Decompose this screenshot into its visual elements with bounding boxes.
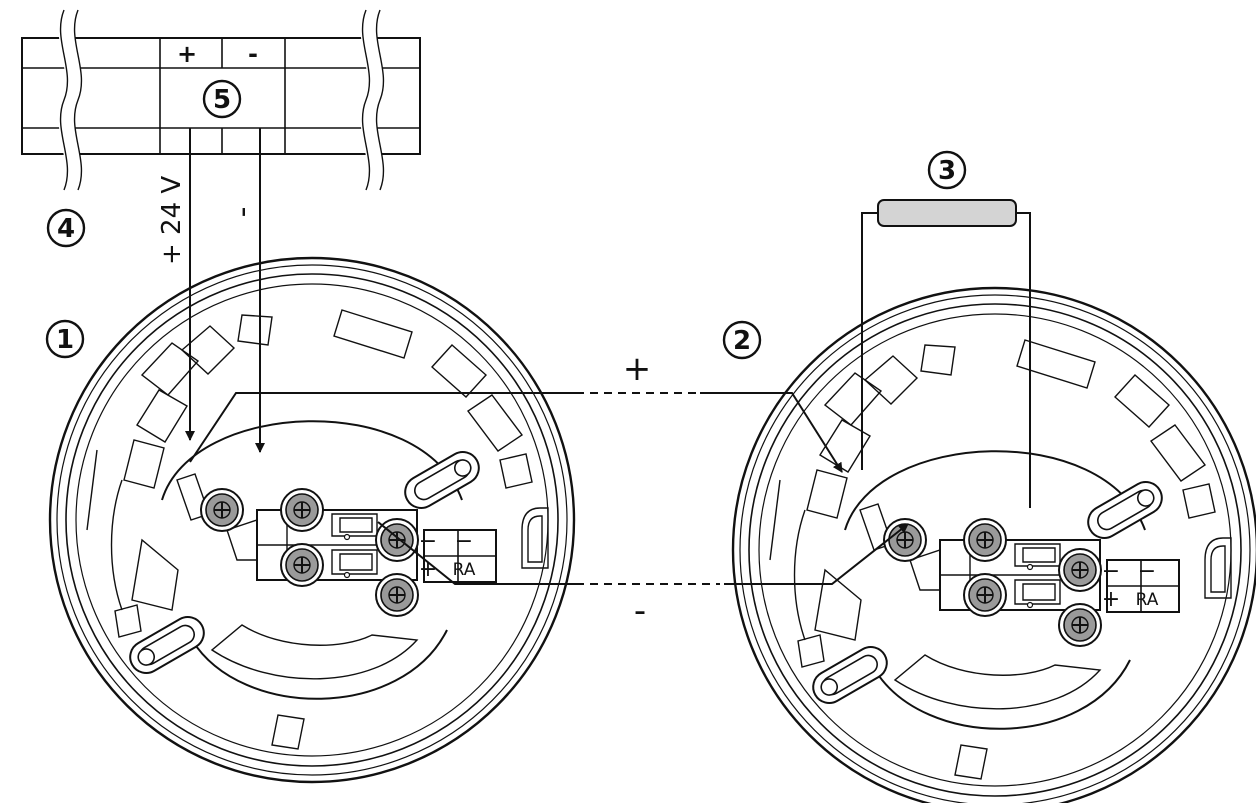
label-loop-plus: + <box>623 349 652 389</box>
detector-base-1 <box>50 258 574 782</box>
label-loop-minus: - <box>634 591 646 631</box>
base1-minus-a: − <box>419 529 437 554</box>
svg-text:5: 5 <box>213 85 231 115</box>
loop-minus-wire-b <box>724 523 909 585</box>
svg-text:1: 1 <box>56 325 74 355</box>
control-panel-strip <box>21 7 421 193</box>
base1-ra: RA <box>453 560 476 580</box>
panel-terminal-minus: - <box>248 40 258 68</box>
label-minus-supply: - <box>225 207 260 218</box>
loop-plus-wire-a <box>189 392 584 463</box>
detector-base-2 <box>733 288 1256 803</box>
base1-minus-b: − <box>455 529 473 554</box>
base2-plus: + <box>1102 587 1120 612</box>
loop-plus-wire-b <box>700 392 843 473</box>
label-plus-24v: + 24 V <box>157 176 187 265</box>
svg-text:2: 2 <box>733 326 751 356</box>
callout-1: 1 <box>45 319 85 359</box>
loop-minus-wire-a <box>377 521 584 585</box>
callout-2: 2 <box>722 320 762 360</box>
callout-4: 4 <box>46 208 86 248</box>
callout-5: 5 <box>202 79 242 119</box>
base2-ra: RA <box>1136 590 1159 610</box>
svg-text:4: 4 <box>57 214 75 244</box>
panel-terminal-plus: + <box>177 40 197 68</box>
callout-3: 3 <box>927 150 967 190</box>
base1-plus: + <box>419 557 437 582</box>
end-of-line-resistor <box>861 199 1031 508</box>
base2-minus-a: − <box>1102 559 1120 584</box>
svg-text:3: 3 <box>938 156 956 186</box>
base2-minus-b: − <box>1138 559 1156 584</box>
